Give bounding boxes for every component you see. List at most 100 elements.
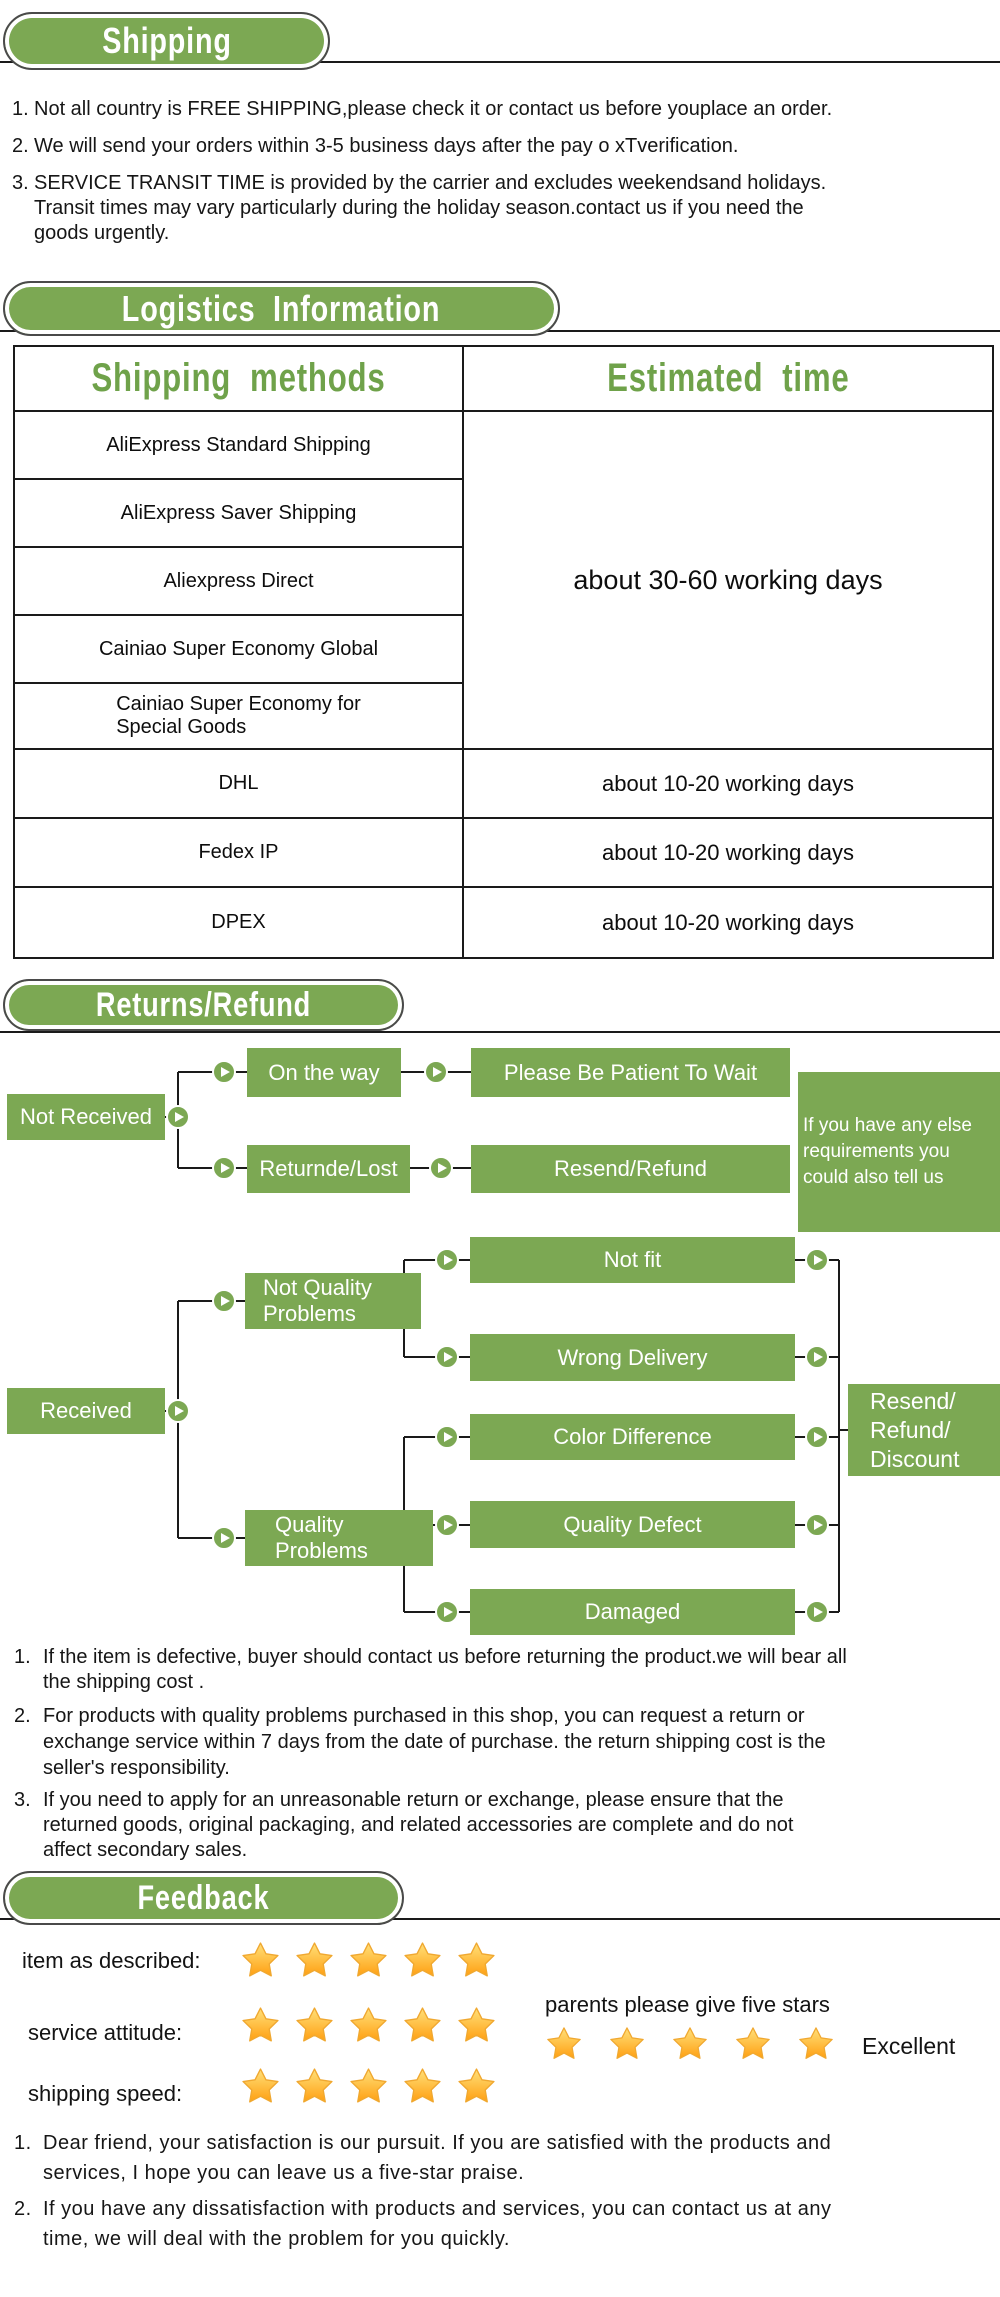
logistics-table: Shipping methods Estimated time AliExpre… bbox=[13, 345, 994, 959]
star-icon bbox=[404, 2068, 441, 2103]
star-icon bbox=[404, 2007, 441, 2042]
flow-arrow-icon bbox=[166, 1399, 190, 1423]
returns-note-3: 3. If you need to apply for an unreasona… bbox=[14, 1788, 990, 1863]
column-header-shipping-methods: Shipping methods bbox=[15, 347, 464, 412]
section-title-returns: Returns/Refund bbox=[95, 985, 312, 1024]
note-number: 1. bbox=[12, 98, 29, 120]
flow-box-quality-defect: Quality Defect bbox=[470, 1501, 795, 1548]
star-icon bbox=[673, 2027, 707, 2059]
star-icon bbox=[296, 2068, 333, 2103]
feedback-note-1: 1. Dear friend, your satisfaction is our… bbox=[14, 2128, 994, 2188]
flow-arrow-icon bbox=[212, 1060, 236, 1084]
star-icon bbox=[458, 1942, 495, 1977]
flow-box-returned-lost: Returnde/Lost bbox=[247, 1145, 410, 1193]
flow-box-else-note: If you have any else requirements you co… bbox=[798, 1072, 1000, 1232]
flow-box-outcome: Resend/ Refund/ Discount bbox=[848, 1384, 1000, 1476]
note-number: 3. bbox=[12, 172, 29, 194]
section-title-feedback: Feedback bbox=[137, 1878, 270, 1917]
note-number: 2. bbox=[14, 1705, 31, 1727]
flow-arrow-icon bbox=[805, 1600, 829, 1624]
section-header-feedback: Feedback bbox=[3, 1871, 404, 1925]
note-text: If you have any dissatisfaction with pro… bbox=[43, 2198, 832, 2250]
star-icon bbox=[547, 2027, 581, 2059]
table-cell-method: Cainiao Super Economy for Special Goods bbox=[15, 684, 464, 750]
note-text: For products with quality problems purch… bbox=[43, 1705, 826, 1779]
returns-note-2: 2. For products with quality problems pu… bbox=[14, 1703, 990, 1781]
star-icon bbox=[404, 1942, 441, 1977]
note-text: We will send your orders within 3-5 busi… bbox=[34, 135, 739, 157]
five-stars-request-text: parents please give five stars bbox=[545, 1992, 830, 2017]
returns-note-1: 1. If the item is defective, buyer shoul… bbox=[14, 1645, 990, 1695]
flow-box-quality-problems: Quality Problems bbox=[245, 1510, 433, 1566]
flow-arrow-icon bbox=[429, 1156, 453, 1180]
flow-box-resend-refund: Resend/Refund bbox=[471, 1145, 790, 1193]
flow-arrow-icon bbox=[424, 1060, 448, 1084]
flow-box-on-the-way: On the way bbox=[247, 1048, 401, 1097]
note-text: If the item is defective, buyer should c… bbox=[43, 1646, 847, 1693]
note-number: 2. bbox=[14, 2198, 32, 2220]
table-cell-time: about 10-20 working days bbox=[464, 819, 992, 888]
section-title-shipping: Shipping bbox=[101, 20, 232, 61]
section-title-logistics: Logistics Information bbox=[122, 287, 441, 329]
flow-box-not-received: Not Received bbox=[7, 1094, 165, 1140]
table-cell-method: Fedex IP bbox=[15, 819, 464, 888]
shipping-note-3: 3. SERVICE TRANSIT TIME is provided by t… bbox=[12, 171, 990, 246]
flow-arrow-icon bbox=[805, 1345, 829, 1369]
flow-arrow-icon bbox=[435, 1600, 459, 1624]
feedback-note-2: 2. If you have any dissatisfaction with … bbox=[14, 2194, 994, 2254]
flow-arrow-icon bbox=[805, 1425, 829, 1449]
star-icon bbox=[296, 2007, 333, 2042]
flow-arrow-icon bbox=[435, 1345, 459, 1369]
column-header-estimated-time: Estimated time bbox=[464, 347, 992, 412]
rating-label-shipping-speed: shipping speed: bbox=[28, 2081, 183, 2106]
flow-box-damaged: Damaged bbox=[470, 1589, 795, 1635]
note-text: Dear friend, your satisfaction is our pu… bbox=[43, 2132, 832, 2184]
divider bbox=[0, 1031, 1000, 1033]
excellent-label: Excellent bbox=[862, 2033, 956, 2059]
rating-label-item-as-described: item as described: bbox=[22, 1948, 201, 1973]
star-icon bbox=[799, 2027, 833, 2059]
section-header-shipping: Shipping bbox=[3, 12, 330, 70]
table-cell-method: AliExpress Standard Shipping bbox=[15, 412, 464, 480]
flow-arrow-icon bbox=[212, 1289, 236, 1313]
table-cell-method: AliExpress Saver Shipping bbox=[15, 480, 464, 548]
star-icon bbox=[350, 2007, 387, 2042]
shipping-note-1: 1. Not all country is FREE SHIPPING,plea… bbox=[12, 97, 990, 122]
star-icon bbox=[458, 2068, 495, 2103]
table-cell-method: Cainiao Super Economy Global bbox=[15, 616, 464, 684]
star-rating-service-attitude bbox=[240, 2006, 497, 2047]
star-rating-excellent bbox=[545, 2026, 835, 2064]
note-number: 2. bbox=[12, 135, 29, 157]
flow-box-received: Received bbox=[7, 1388, 165, 1434]
flow-arrow-icon bbox=[435, 1248, 459, 1272]
flow-box-not-quality: Not Quality Problems bbox=[245, 1273, 421, 1329]
note-number: 1. bbox=[14, 1646, 31, 1668]
flow-arrow-icon bbox=[435, 1513, 459, 1537]
flow-arrow-icon bbox=[805, 1248, 829, 1272]
flow-arrow-icon bbox=[212, 1526, 236, 1550]
star-icon bbox=[610, 2027, 644, 2059]
table-cell-method: DHL bbox=[15, 750, 464, 819]
note-number: 3. bbox=[14, 1789, 31, 1811]
flow-box-wrong-delivery: Wrong Delivery bbox=[470, 1334, 795, 1381]
flow-box-color-difference: Color Difference bbox=[470, 1414, 795, 1460]
star-icon bbox=[350, 1942, 387, 1977]
rating-label-service-attitude: service attitude: bbox=[28, 2020, 183, 2045]
flow-box-be-patient: Please Be Patient To Wait bbox=[471, 1048, 790, 1097]
star-icon bbox=[296, 1942, 333, 1977]
table-cell-time: about 10-20 working days bbox=[602, 909, 854, 935]
star-icon bbox=[242, 1942, 279, 1977]
star-icon bbox=[242, 2007, 279, 2042]
flow-arrow-icon bbox=[805, 1513, 829, 1537]
note-number: 1. bbox=[14, 2132, 32, 2154]
star-rating-item-as-described bbox=[240, 1941, 497, 1982]
section-header-returns: Returns/Refund bbox=[3, 979, 404, 1031]
divider bbox=[0, 1918, 1000, 1920]
star-rating-shipping-speed bbox=[240, 2067, 497, 2108]
shipping-note-2: 2. We will send your orders within 3-5 b… bbox=[12, 134, 990, 159]
star-icon bbox=[736, 2027, 770, 2059]
table-cell-time: about 10-20 working days bbox=[464, 750, 992, 819]
table-cell-time-merged: about 30-60 working days bbox=[464, 412, 992, 750]
star-icon bbox=[458, 2007, 495, 2042]
